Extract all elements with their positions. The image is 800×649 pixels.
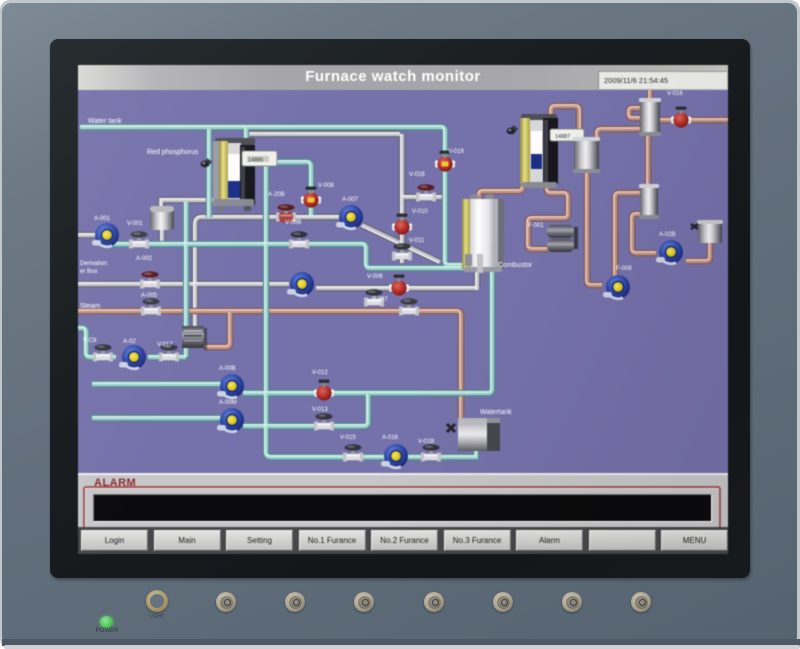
svg-text:A-02B: A-02B (659, 232, 676, 238)
svg-text:F-001: F-001 (528, 223, 544, 229)
svg-text:A-02: A-02 (123, 339, 136, 345)
svg-text:V-008: V-008 (318, 183, 334, 189)
svg-text:V-C8: V-C8 (83, 338, 97, 344)
svg-text:Combustor: Combustor (498, 262, 533, 269)
svg-text:V-00B: V-00B (285, 220, 301, 226)
svg-text:A-005: A-005 (141, 293, 158, 299)
svg-text:A-00M: A-00M (219, 400, 237, 406)
svg-text:A-001: A-001 (94, 216, 111, 222)
svg-text:V-017: V-017 (157, 342, 173, 348)
svg-text:A-00B: A-00B (219, 366, 236, 372)
svg-text:V-019: V-019 (448, 149, 464, 155)
svg-text:Water tank: Water tank (88, 118, 122, 125)
svg-text:er Box: er Box (80, 269, 97, 275)
svg-text:A-002: A-002 (136, 256, 153, 262)
svg-text:V-007: V-007 (372, 297, 388, 303)
svg-text:F-006: F-006 (616, 266, 632, 272)
svg-text:V-010: V-010 (412, 209, 428, 215)
svg-text:A-007: A-007 (342, 197, 359, 203)
svg-text:V-016: V-016 (667, 91, 683, 97)
svg-text:V-013: V-013 (312, 407, 328, 413)
svg-text:Red phosphorus: Red phosphorus (147, 149, 199, 156)
svg-text:V-012: V-012 (312, 370, 328, 376)
svg-text:Steam: Steam (80, 303, 100, 310)
svg-text:14885: 14885 (248, 158, 263, 164)
svg-text:V-001: V-001 (127, 221, 143, 227)
svg-text:V-028: V-028 (409, 172, 425, 178)
svg-text:V-006: V-006 (367, 274, 383, 280)
svg-text:Derivation: Derivation (80, 261, 107, 267)
svg-text:A-20B: A-20B (268, 192, 285, 198)
svg-text:Watertank: Watertank (480, 409, 512, 416)
svg-text:V-011: V-011 (409, 238, 425, 244)
svg-text:V-015: V-015 (340, 435, 356, 441)
svg-text:V-01B: V-01B (418, 439, 434, 445)
svg-text:A-016: A-016 (382, 435, 399, 441)
svg-text:14887: 14887 (555, 134, 570, 140)
